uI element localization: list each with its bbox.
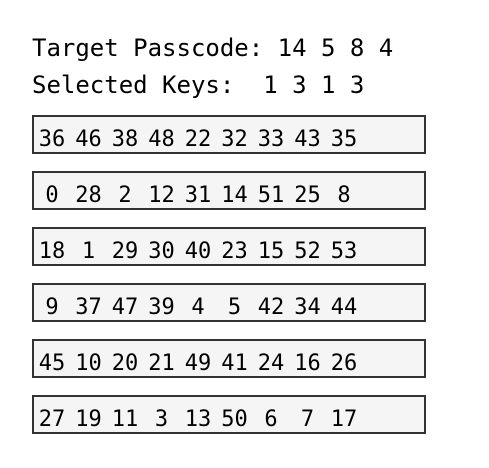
key-row: 45 10 20 21 49 41 24 16 26 xyxy=(32,339,426,378)
key-button[interactable]: 21 xyxy=(148,351,175,376)
key-button[interactable]: 1 xyxy=(81,239,96,264)
key-button[interactable]: 44 xyxy=(330,295,358,320)
key-button[interactable]: 51 xyxy=(257,183,285,208)
key-button[interactable]: 26 xyxy=(330,351,358,376)
key-button[interactable]: 47 xyxy=(111,295,139,320)
key-row: 18 1 29 30 40 23 15 52 53 xyxy=(32,227,426,266)
key-button[interactable]: 49 xyxy=(184,351,212,376)
key-button[interactable]: 20 xyxy=(111,351,139,376)
key-button[interactable]: 10 xyxy=(75,351,102,376)
key-button[interactable]: 0 xyxy=(45,183,59,208)
key-button[interactable]: 28 xyxy=(75,183,102,208)
key-row: 0 28 2 12 31 14 51 25 8 xyxy=(32,171,426,210)
key-button[interactable]: 30 xyxy=(148,239,175,264)
key-button[interactable]: 19 xyxy=(75,407,102,432)
key-button[interactable]: 13 xyxy=(184,407,212,432)
selected-keys-line: Selected Keys: 1 3 1 3 xyxy=(32,70,364,100)
key-button[interactable]: 39 xyxy=(148,295,175,320)
key-button[interactable]: 5 xyxy=(227,295,242,320)
key-button[interactable]: 23 xyxy=(221,239,248,264)
key-button[interactable]: 40 xyxy=(184,239,212,264)
key-button[interactable]: 46 xyxy=(75,127,102,152)
key-button[interactable]: 29 xyxy=(111,239,139,264)
selected-keys-value: 1 3 1 3 xyxy=(263,71,365,99)
key-button[interactable]: 34 xyxy=(294,295,321,320)
key-button[interactable]: 50 xyxy=(221,407,248,432)
key-button[interactable]: 31 xyxy=(184,183,212,208)
key-button[interactable]: 2 xyxy=(118,183,132,208)
key-row: 36 46 38 48 22 32 33 43 35 xyxy=(32,115,426,154)
key-button[interactable]: 6 xyxy=(264,407,278,432)
key-button[interactable]: 22 xyxy=(184,127,212,152)
key-button[interactable]: 53 xyxy=(330,239,358,264)
target-passcode-line: Target Passcode: 14 5 8 4 xyxy=(32,33,393,63)
target-passcode-value: 14 5 8 4 xyxy=(277,34,394,62)
key-button[interactable]: 7 xyxy=(300,407,315,432)
key-button[interactable]: 43 xyxy=(294,127,321,152)
key-button[interactable]: 52 xyxy=(294,239,321,264)
key-button[interactable]: 42 xyxy=(257,295,285,320)
key-button[interactable]: 4 xyxy=(191,295,205,320)
key-button[interactable]: 24 xyxy=(257,351,285,376)
key-button[interactable]: 41 xyxy=(221,351,248,376)
key-button[interactable]: 9 xyxy=(45,295,59,320)
key-button[interactable]: 48 xyxy=(148,127,175,152)
key-button[interactable]: 33 xyxy=(257,127,285,152)
key-button[interactable]: 27 xyxy=(38,407,66,432)
selected-keys-label: Selected Keys: xyxy=(32,71,235,99)
key-button[interactable]: 3 xyxy=(154,407,169,432)
key-button[interactable]: 37 xyxy=(75,295,102,320)
key-button[interactable]: 36 xyxy=(38,127,66,152)
key-button[interactable]: 25 xyxy=(294,183,321,208)
key-button[interactable]: 35 xyxy=(330,127,358,152)
key-button[interactable]: 11 xyxy=(111,407,139,432)
key-button[interactable]: 15 xyxy=(257,239,285,264)
key-button[interactable]: 8 xyxy=(337,183,351,208)
key-button[interactable]: 12 xyxy=(148,183,175,208)
key-button[interactable]: 45 xyxy=(38,351,66,376)
key-button[interactable]: 17 xyxy=(330,407,358,432)
key-button[interactable]: 14 xyxy=(221,183,248,208)
target-passcode-label: Target Passcode: xyxy=(32,34,264,62)
key-button[interactable]: 18 xyxy=(38,239,66,264)
key-button[interactable]: 38 xyxy=(111,127,139,152)
key-button[interactable]: 32 xyxy=(221,127,248,152)
key-button[interactable]: 16 xyxy=(294,351,321,376)
